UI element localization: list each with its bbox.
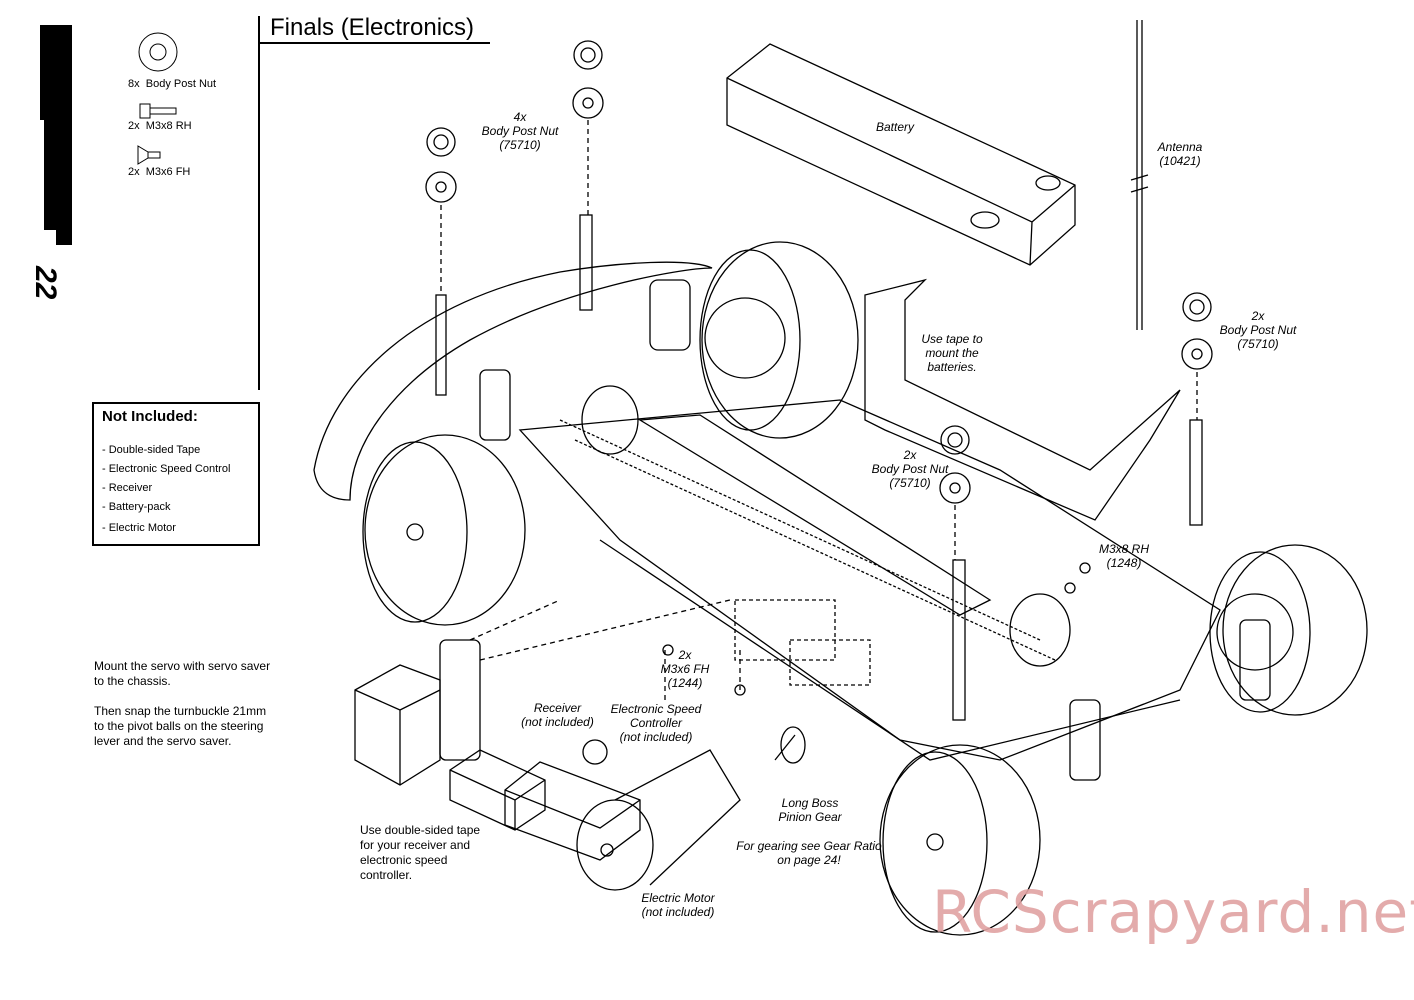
antenna — [1136, 20, 1143, 330]
callout-motor: Electric Motor(not included) — [641, 891, 715, 919]
callout-m3x8: M3x8 RH(1248) — [1098, 542, 1149, 570]
screw-m3x8 — [1079, 562, 1091, 574]
m3x6-fh-icon — [137, 145, 161, 165]
parts-item-m3x6: 2x M3x6 FH — [128, 166, 191, 178]
body-post-front-right — [1189, 419, 1203, 526]
battery-tape — [864, 278, 1181, 521]
wheel-rear-left — [364, 434, 526, 626]
shock-front-right — [1239, 619, 1271, 701]
shock-rear-left — [479, 369, 511, 441]
logo-mark — [40, 25, 72, 245]
top-deck — [637, 414, 992, 616]
body-post-front-left — [952, 559, 966, 721]
receiver — [449, 749, 546, 831]
not-included-box: Not Included: - Double-sided Tape - Elec… — [92, 402, 260, 546]
pinion-gear — [780, 726, 806, 764]
watermark: RCScrapyard.net — [932, 878, 1414, 946]
chassis-plate — [518, 399, 1221, 761]
shock-front-left — [1069, 699, 1101, 781]
spur-gear — [1009, 593, 1071, 667]
shock-rear-right — [649, 279, 691, 351]
body-post-nut-icon — [138, 32, 178, 72]
body-post-rear-right — [579, 214, 593, 311]
not-included-item: - Electric Motor — [102, 522, 176, 534]
drive-belt — [559, 419, 1056, 661]
not-included-title: Not Included: — [102, 408, 198, 425]
wheel-front-left — [879, 744, 1041, 936]
parts-item-body-post-nut: 8x Body Post Nut — [128, 78, 217, 90]
parts-item-m3x8: 2x M3x8 RH — [128, 120, 192, 132]
post-nut — [573, 40, 603, 70]
title-rule-vertical — [258, 16, 260, 390]
servo — [354, 664, 441, 786]
page-title: Finals (Electronics) — [270, 14, 475, 41]
wheel-rear-right — [701, 241, 859, 439]
callout-battery: Battery — [875, 120, 914, 134]
not-included-item: - Double-sided Tape — [102, 444, 201, 456]
callout-antenna: Antenna(10421) — [1157, 140, 1203, 168]
body-post-rear-left — [435, 294, 447, 396]
esc — [504, 761, 641, 861]
not-included-item: - Receiver — [102, 482, 153, 494]
title-rule-horizontal — [258, 42, 490, 44]
front-bumper — [313, 261, 713, 501]
screw-m3x6 — [662, 644, 674, 656]
wheel-front-right — [1222, 544, 1368, 716]
not-included-item: - Battery-pack — [102, 501, 171, 513]
battery — [726, 43, 1076, 266]
callout-receiver: Receiver(not included) — [521, 701, 594, 729]
not-included-item: - Electronic Speed Control — [102, 463, 231, 475]
m3x8-rh-icon — [139, 103, 151, 119]
